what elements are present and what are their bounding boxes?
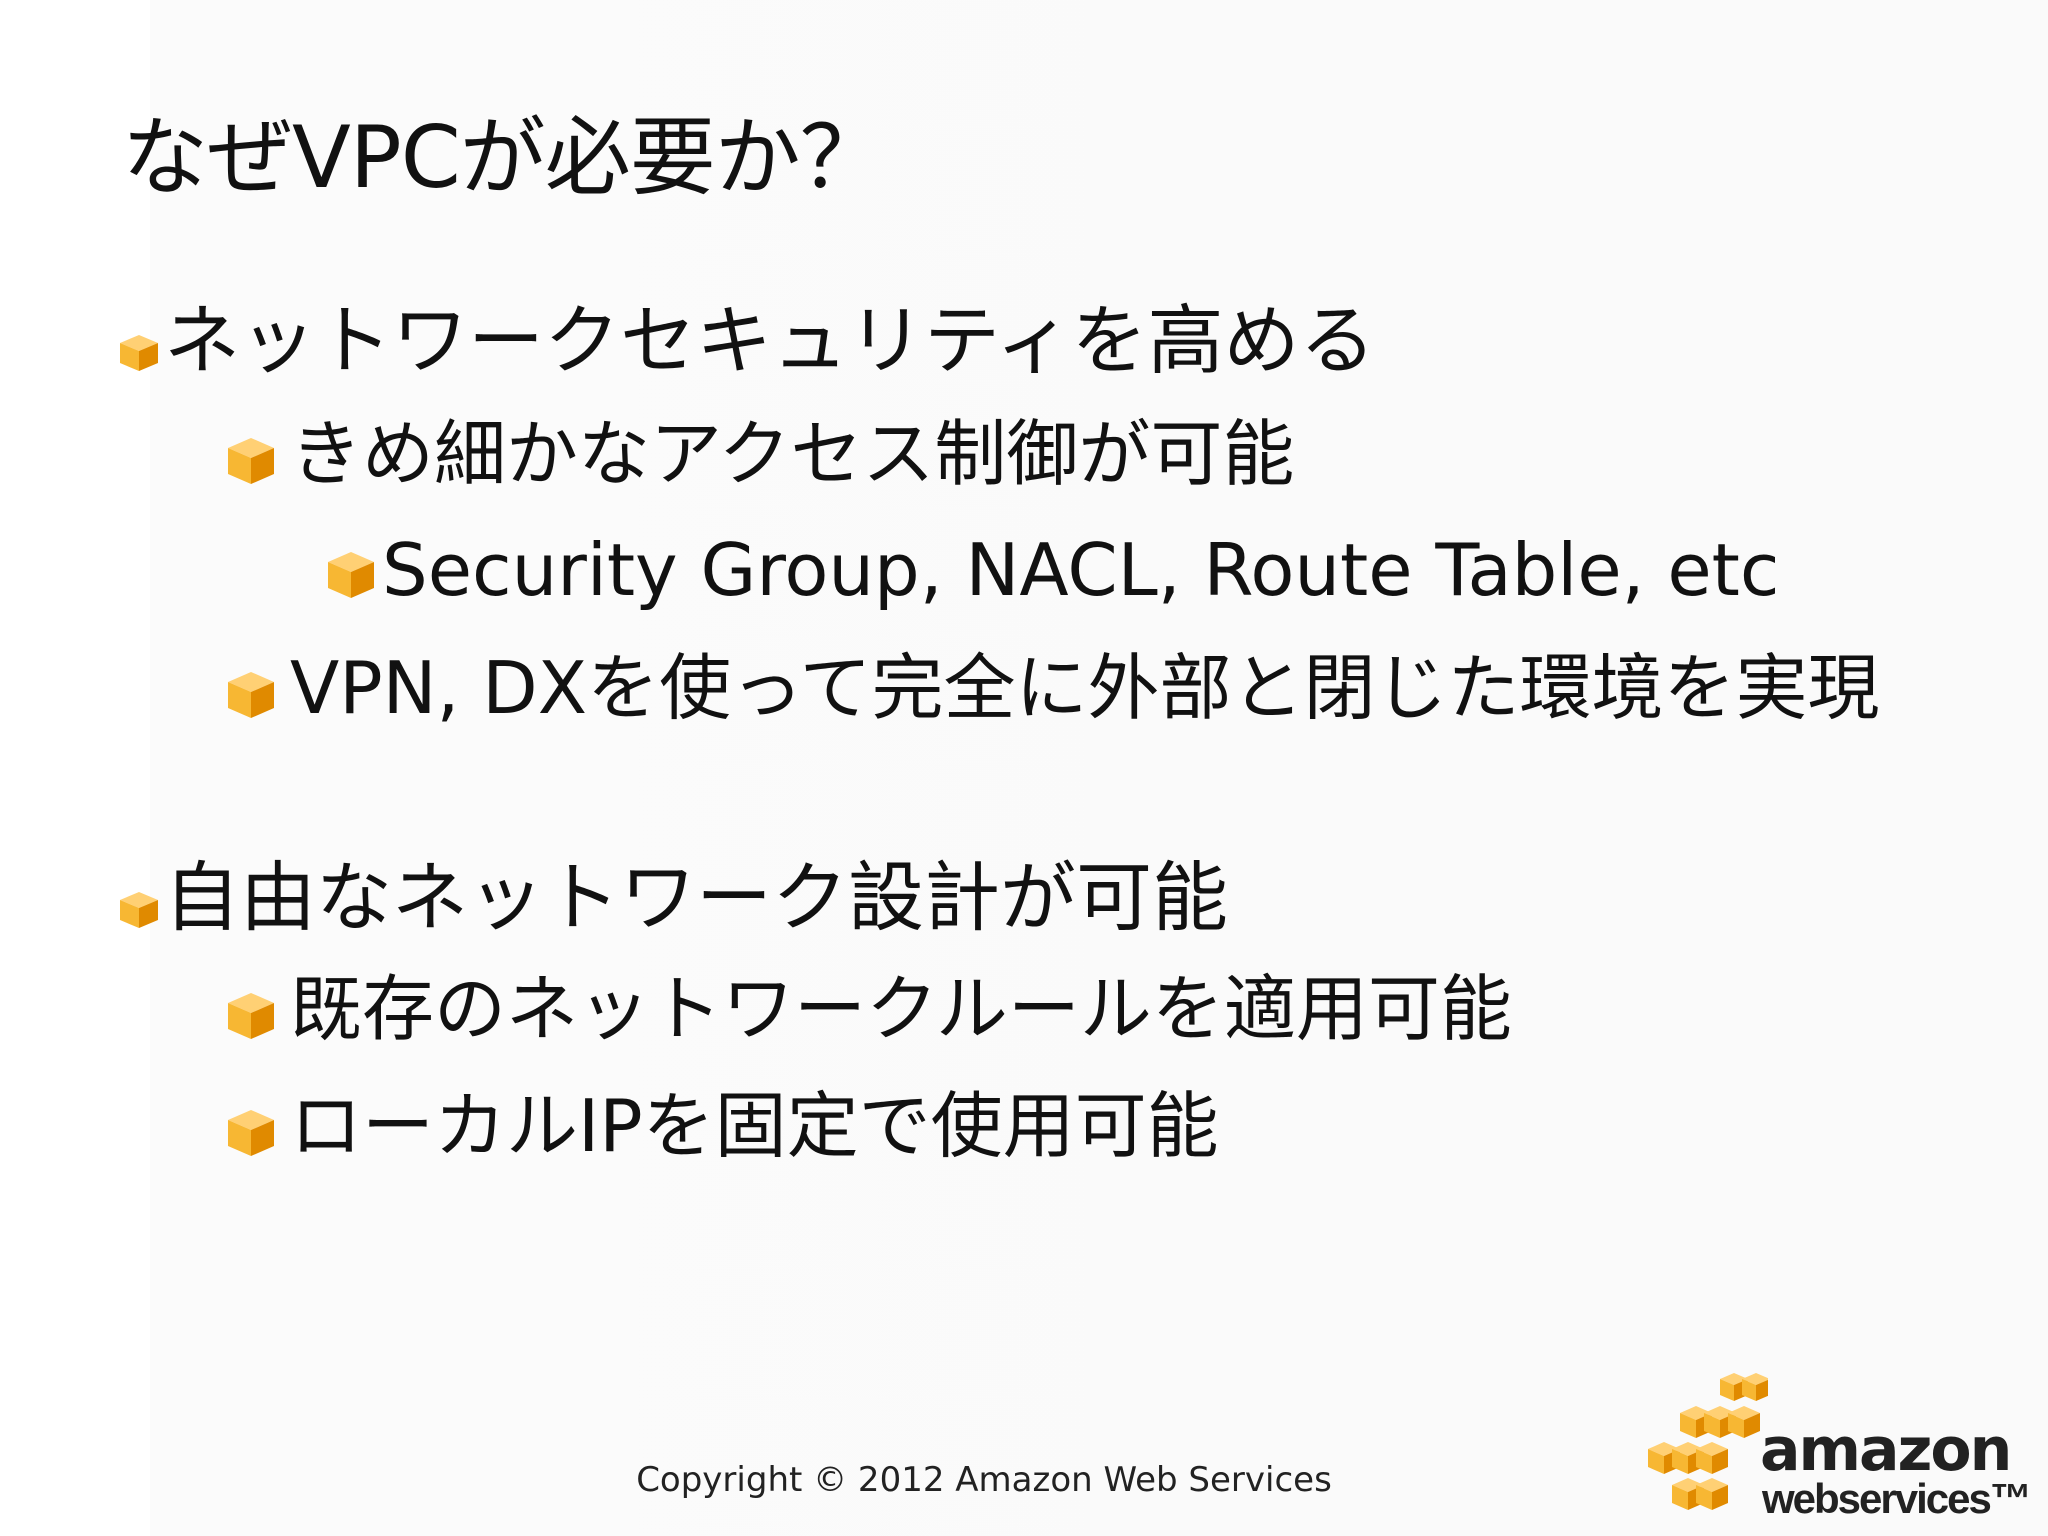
- aws-cube-icon: [326, 550, 376, 600]
- bullet-item: Security Group, NACL, Route Table, etc: [326, 522, 1780, 618]
- bullet-item: ネットワークセキュリティを高める: [118, 293, 1375, 389]
- bullet-item: ローカルIPを固定で使用可能: [226, 1072, 1219, 1180]
- bullet-text: VPN, DXを使って完全に外部と閉じた環境を実現: [290, 646, 1880, 730]
- aws-logo: amazon webservices™: [1648, 1368, 2032, 1520]
- bullet-text: 自由なネットワーク設計が可能: [164, 853, 1228, 942]
- bullet-text: 既存のネットワークルールを適用可能: [290, 967, 1512, 1051]
- aws-cube-icon: [118, 333, 160, 373]
- bullet-item: 既存のネットワークルールを適用可能: [226, 955, 1512, 1063]
- bullet-text: ローカルIPを固定で使用可能: [290, 1084, 1219, 1168]
- bullet-text: ネットワークセキュリティを高める: [164, 296, 1376, 385]
- aws-cube-icon: [226, 670, 276, 720]
- copyright-footer: Copyright © 2012 Amazon Web Services: [636, 1460, 1332, 1500]
- logo-wordmark-amazon: amazon: [1760, 1415, 2012, 1485]
- slide-title: なぜVPCが必要か？: [122, 108, 886, 208]
- bullet-item: VPN, DXを使って完全に外部と閉じた環境を実現: [226, 634, 1970, 742]
- aws-cube-icon: [226, 1108, 276, 1158]
- aws-logo-cubes-icon: [1648, 1373, 1768, 1510]
- aws-cube-icon: [226, 991, 276, 1041]
- bullet-item: きめ細かなアクセス制御が可能: [226, 400, 1294, 508]
- logo-wordmark-webservices: webservices™: [1762, 1475, 2032, 1522]
- bullet-item: 自由なネットワーク設計が可能: [118, 850, 1228, 946]
- bullet-text: Security Group, NACL, Route Table, etc: [382, 528, 1780, 612]
- aws-cube-icon: [226, 436, 276, 486]
- aws-cube-icon: [118, 890, 160, 930]
- bullet-text: きめ細かなアクセス制御が可能: [290, 412, 1295, 496]
